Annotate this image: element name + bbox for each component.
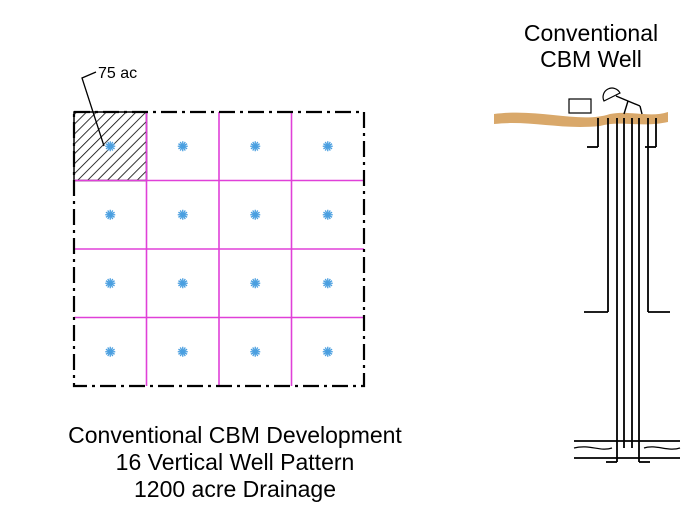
well-symbol-ray	[323, 280, 333, 287]
well-symbol-ray	[105, 280, 115, 287]
well-star-icon	[322, 346, 333, 357]
coal-seam-fracture	[573, 446, 681, 450]
well-star-icon	[322, 209, 333, 220]
well-star-icon	[250, 209, 261, 220]
well-star-icon	[322, 278, 333, 289]
well-symbol-ray	[250, 211, 260, 218]
well-symbol-ray	[105, 143, 115, 150]
pump-jack-leg	[623, 100, 629, 115]
well-star-icon	[250, 346, 261, 357]
well-symbol-ray	[323, 143, 333, 150]
well-star-icon	[322, 141, 333, 152]
well-symbol-ray	[178, 280, 188, 287]
drainage-boundary	[72, 110, 366, 388]
tile-callout-leader	[81, 71, 105, 147]
well-symbol-ray	[250, 348, 260, 355]
well-symbol-ray	[178, 211, 188, 218]
well-symbol-ray	[105, 348, 115, 355]
tile-area-label: 75 ac	[98, 65, 137, 82]
well-symbol-ray	[178, 348, 188, 355]
well-symbol-ray	[323, 211, 333, 218]
well-title-line2: CBM Well	[540, 46, 642, 72]
wellhead-equipment-icon	[568, 98, 592, 114]
well-star-icon	[250, 278, 261, 289]
well-star-icon	[177, 209, 188, 220]
well-star-icon	[105, 346, 116, 357]
well-symbol-ray	[105, 211, 115, 218]
wellbore-schematic	[494, 87, 681, 463]
well-star-icon	[105, 141, 116, 152]
well-star-icon	[105, 278, 116, 289]
well-star-icon	[105, 209, 116, 220]
pump-jack-leg	[639, 105, 643, 115]
well-symbol-ray	[250, 280, 260, 287]
well-star-icon	[177, 278, 188, 289]
pump-jack-head	[602, 87, 621, 102]
well-title-line1: Conventional	[523, 20, 659, 46]
grid-layer: 75 ac	[72, 65, 366, 388]
caption-line-1: Conventional CBM Development	[68, 422, 402, 448]
well-symbol-ray	[250, 143, 260, 150]
pump-jack-icon	[602, 87, 643, 115]
well-star-icon	[177, 346, 188, 357]
well-star-icon	[177, 141, 188, 152]
caption-line-2: 16 Vertical Well Pattern	[115, 449, 355, 475]
well-star-icon	[250, 141, 261, 152]
well-symbol-ray	[323, 348, 333, 355]
well-symbol-ray	[178, 143, 188, 150]
ground-surface	[494, 112, 668, 127]
caption-line-3: 1200 acre Drainage	[133, 476, 337, 502]
